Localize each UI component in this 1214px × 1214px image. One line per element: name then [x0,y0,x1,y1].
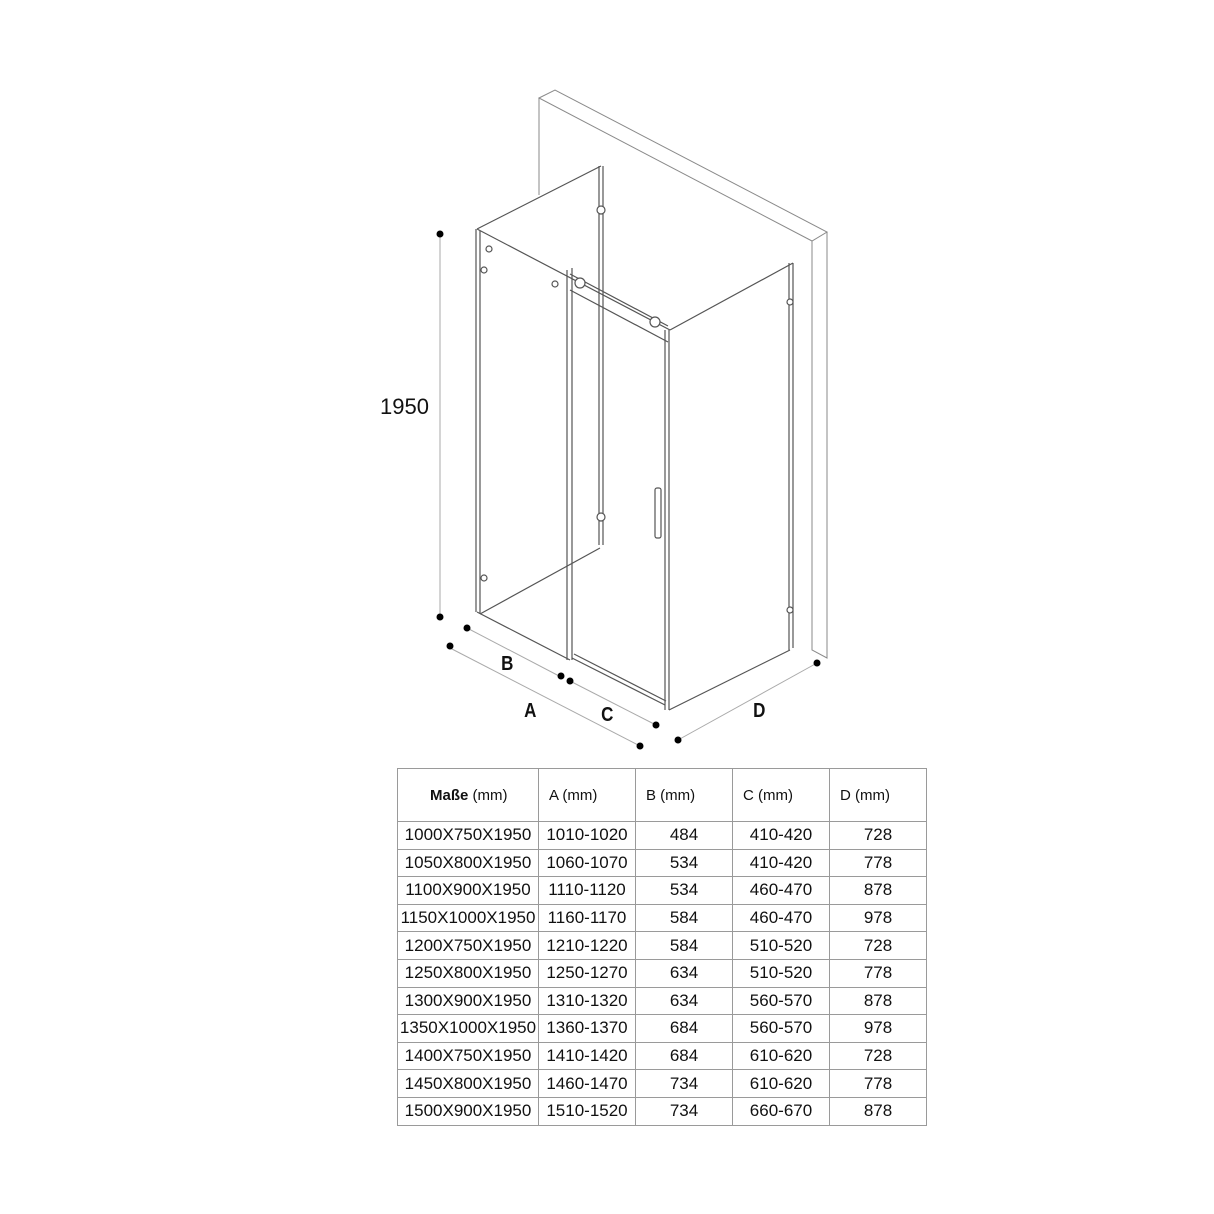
cell-d: 778 [829,848,927,878]
header-size-unit: (mm) [468,786,508,804]
table-header-row: Maße (mm) A (mm) B (mm) C (mm) D (mm) [397,768,927,822]
cell-b: 484 [635,821,733,850]
dimension-endpoints [436,230,821,750]
dimension-lines [439,234,818,747]
cell-a: 1060-1070 [538,848,636,878]
cell-c: 560-570 [732,1014,830,1043]
cell-b: 584 [635,931,733,960]
cell-size: 1250X800X1950 [397,958,539,988]
cell-a: 1160-1170 [538,903,636,933]
cell-c: 510-520 [732,958,830,988]
dimensions-table: Maße (mm) A (mm) B (mm) C (mm) D (mm) 10… [397,768,927,1126]
cell-size: 1450X800X1950 [397,1069,539,1098]
cell-size: 1100X900X1950 [397,876,539,905]
cell-d: 878 [829,1096,927,1126]
cell-a: 1510-1520 [538,1096,636,1126]
cell-size: 1050X800X1950 [397,848,539,878]
cell-d: 778 [829,958,927,988]
rollers [480,205,794,614]
cell-d: 728 [829,821,927,850]
column-header-d: D (mm) [829,768,927,822]
column-header-a: A (mm) [538,768,636,822]
cell-a: 1410-1420 [538,1041,636,1071]
cell-a: 1210-1220 [538,931,636,960]
cell-c: 560-570 [732,986,830,1016]
cell-size: 1000X750X1950 [397,821,539,850]
cell-a: 1360-1370 [538,1014,636,1043]
column-header-b: B (mm) [635,768,733,822]
cell-c: 510-520 [732,931,830,960]
isometric-shower-diagram [436,89,829,750]
cell-c: 610-620 [732,1069,830,1098]
cell-d: 728 [829,1041,927,1071]
dimension-c-label: C [601,704,614,726]
cell-a: 1250-1270 [538,958,636,988]
cell-a: 1110-1120 [538,876,636,905]
cell-c: 460-470 [732,903,830,933]
cell-b: 634 [635,986,733,1016]
cell-b: 684 [635,1014,733,1043]
cell-size: 1400X750X1950 [397,1041,539,1071]
column-header-size: Maße (mm) [397,768,539,822]
cell-size: 1150X1000X1950 [397,903,539,933]
cell-b: 584 [635,903,733,933]
cell-size: 1300X900X1950 [397,986,539,1016]
cell-b: 534 [635,848,733,878]
dimension-d-label: D [753,700,766,722]
cell-c: 610-620 [732,1041,830,1071]
cell-size: 1500X900X1950 [397,1096,539,1126]
cell-a: 1010-1020 [538,821,636,850]
cell-d: 878 [829,876,927,905]
cell-d: 978 [829,1014,927,1043]
cell-size: 1350X1000X1950 [397,1014,539,1043]
cell-a: 1310-1320 [538,986,636,1016]
cell-b: 534 [635,876,733,905]
cell-b: 684 [635,1041,733,1071]
cell-a: 1460-1470 [538,1069,636,1098]
cell-b: 734 [635,1069,733,1098]
enclosure-frame [475,165,794,711]
cell-c: 410-420 [732,821,830,850]
cell-d: 978 [829,903,927,933]
cell-d: 878 [829,986,927,1016]
wall [537,89,829,659]
cell-b: 634 [635,958,733,988]
cell-c: 460-470 [732,876,830,905]
cell-d: 778 [829,1069,927,1098]
cell-c: 660-670 [732,1096,830,1126]
header-size-bold: Maße [430,786,469,804]
cell-c: 410-420 [732,848,830,878]
cell-d: 728 [829,931,927,960]
dimension-b-label: B [501,653,514,675]
height-dimension-label: 1950 [380,394,429,419]
cell-b: 734 [635,1096,733,1126]
cell-size: 1200X750X1950 [397,931,539,960]
dimension-a-label: A [524,700,537,722]
column-header-c: C (mm) [732,768,830,822]
shower-enclosure-drawing: 1950 B A C D [380,89,829,750]
